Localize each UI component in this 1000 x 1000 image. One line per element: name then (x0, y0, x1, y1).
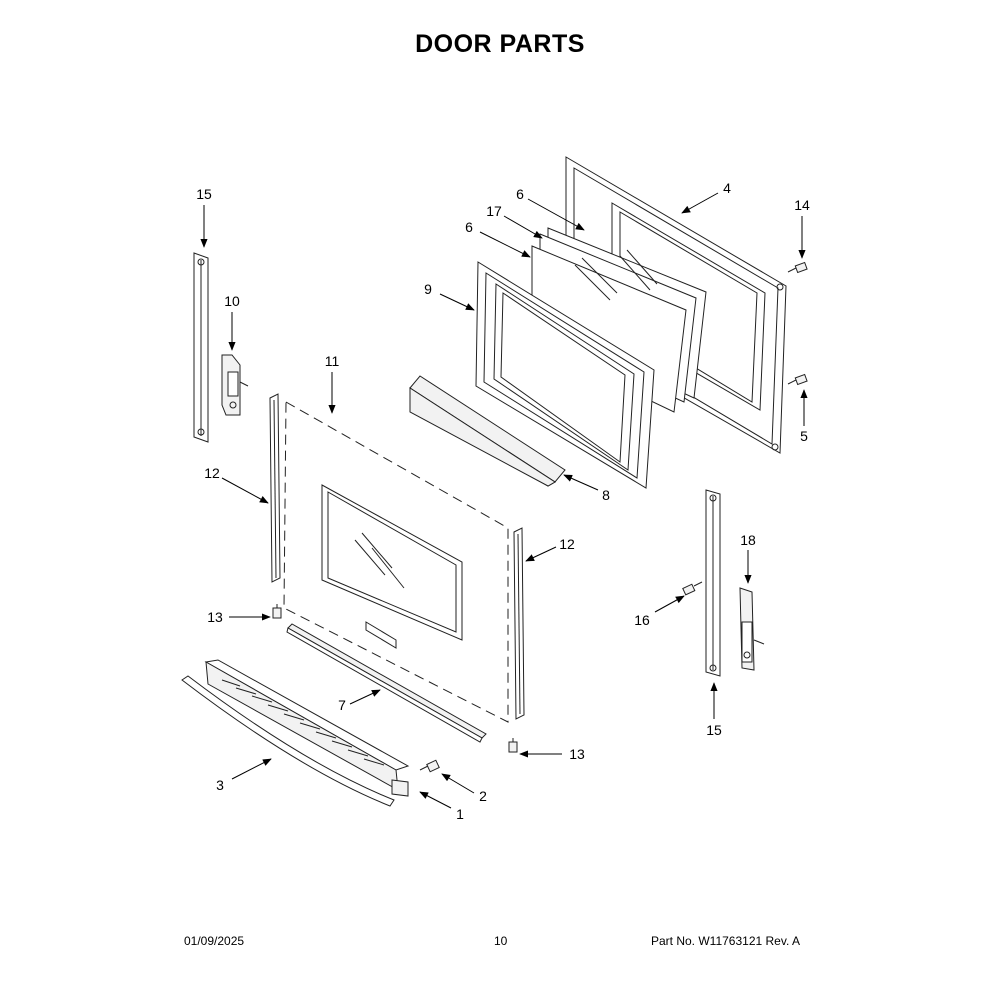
callout-4: 4 (723, 180, 731, 196)
callout-17: 17 (486, 203, 502, 219)
outer-door-glass-assembly (283, 401, 509, 723)
leader-lines (200, 192, 808, 809)
hinge-receiver-left (193, 252, 209, 443)
footer-part-number: Part No. W11763121 Rev. A (651, 934, 800, 948)
callout-13-right: 13 (569, 746, 585, 762)
door-insulation (409, 375, 566, 487)
callout-16: 16 (634, 612, 650, 628)
callout-11: 11 (325, 353, 340, 369)
callout-12-right: 12 (559, 536, 575, 552)
callout-14: 14 (794, 197, 810, 213)
page-title: DOOR PARTS (415, 30, 585, 58)
callout-13-left: 13 (207, 609, 223, 625)
callout-18: 18 (740, 532, 756, 548)
callout-labels: 15 10 11 12 13 7 3 2 1 13 12 9 6 17 6 4 … (196, 180, 810, 822)
door-side-trim-left (269, 393, 281, 583)
callout-15-right: 15 (706, 722, 722, 738)
inner-door-liner (475, 261, 655, 489)
callout-12-left: 12 (204, 465, 220, 481)
callout-5: 5 (800, 428, 808, 444)
callout-1: 1 (456, 806, 464, 822)
callout-9: 9 (424, 281, 432, 297)
hinge-right (739, 587, 765, 671)
screw-16 (682, 581, 703, 596)
door-handle (181, 659, 410, 807)
door-vent-trim (286, 623, 487, 743)
footer-page-number: 10 (494, 934, 508, 948)
callout-6-top: 6 (516, 186, 524, 202)
screws-13 (272, 604, 518, 753)
footer-date: 01/09/2025 (184, 934, 245, 948)
callout-7: 7 (338, 697, 346, 713)
hinge-receiver-right (705, 489, 721, 677)
door-side-trim-right (513, 527, 525, 720)
callout-8: 8 (602, 487, 610, 503)
handle-screw (419, 759, 440, 773)
callout-15-left: 15 (196, 186, 212, 202)
callout-3: 3 (216, 777, 224, 793)
callout-6-bottom: 6 (465, 219, 473, 235)
callout-2: 2 (479, 788, 487, 804)
callout-10: 10 (224, 293, 240, 309)
screws-14-5 (787, 261, 808, 386)
hinge-left (221, 354, 249, 416)
